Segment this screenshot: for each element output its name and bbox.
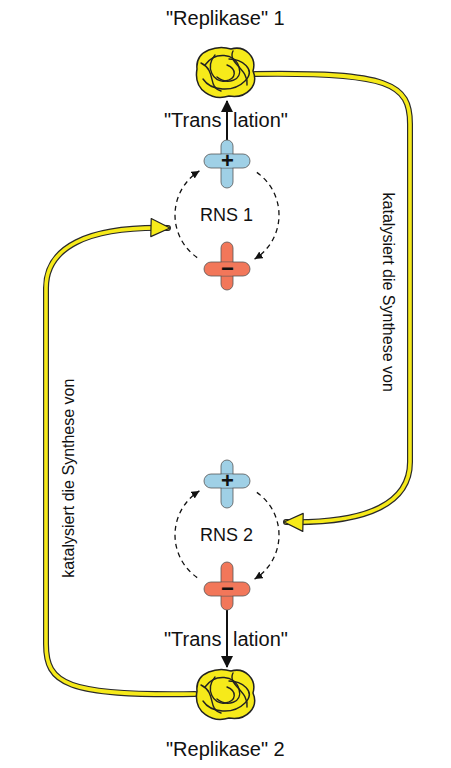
replicase-node: "Replikase" 2 bbox=[150, 668, 300, 763]
connector bbox=[227, 101, 228, 140]
rna-name: RNS 2 bbox=[200, 525, 253, 546]
minus-strand bbox=[204, 242, 250, 290]
rna-name: RNS 1 bbox=[200, 205, 253, 226]
edge-label: katalysiert die Synthese von bbox=[60, 377, 78, 580]
edge-label: katalysiert die Synthese von bbox=[378, 191, 396, 394]
minus-strand bbox=[204, 562, 250, 610]
connector bbox=[255, 74, 410, 522]
process-label: lation" bbox=[233, 628, 288, 651]
process-label: "Trans bbox=[164, 109, 221, 132]
enzyme-name: "Replikase" 1 bbox=[166, 7, 285, 30]
enzyme-name: "Replikase" 2 bbox=[166, 738, 285, 761]
strand-sign: − bbox=[221, 576, 234, 601]
plus-strand bbox=[204, 140, 250, 188]
strand-sign: + bbox=[221, 468, 234, 493]
plus-strand bbox=[204, 460, 250, 508]
process-label: "Trans bbox=[164, 628, 221, 651]
connector bbox=[46, 228, 195, 694]
replicase-node: "Replikase" 1 bbox=[150, 5, 300, 100]
strand-sign: + bbox=[221, 148, 234, 173]
strand-sign: − bbox=[221, 256, 234, 281]
connector bbox=[227, 610, 228, 667]
process-label: lation" bbox=[233, 109, 288, 132]
